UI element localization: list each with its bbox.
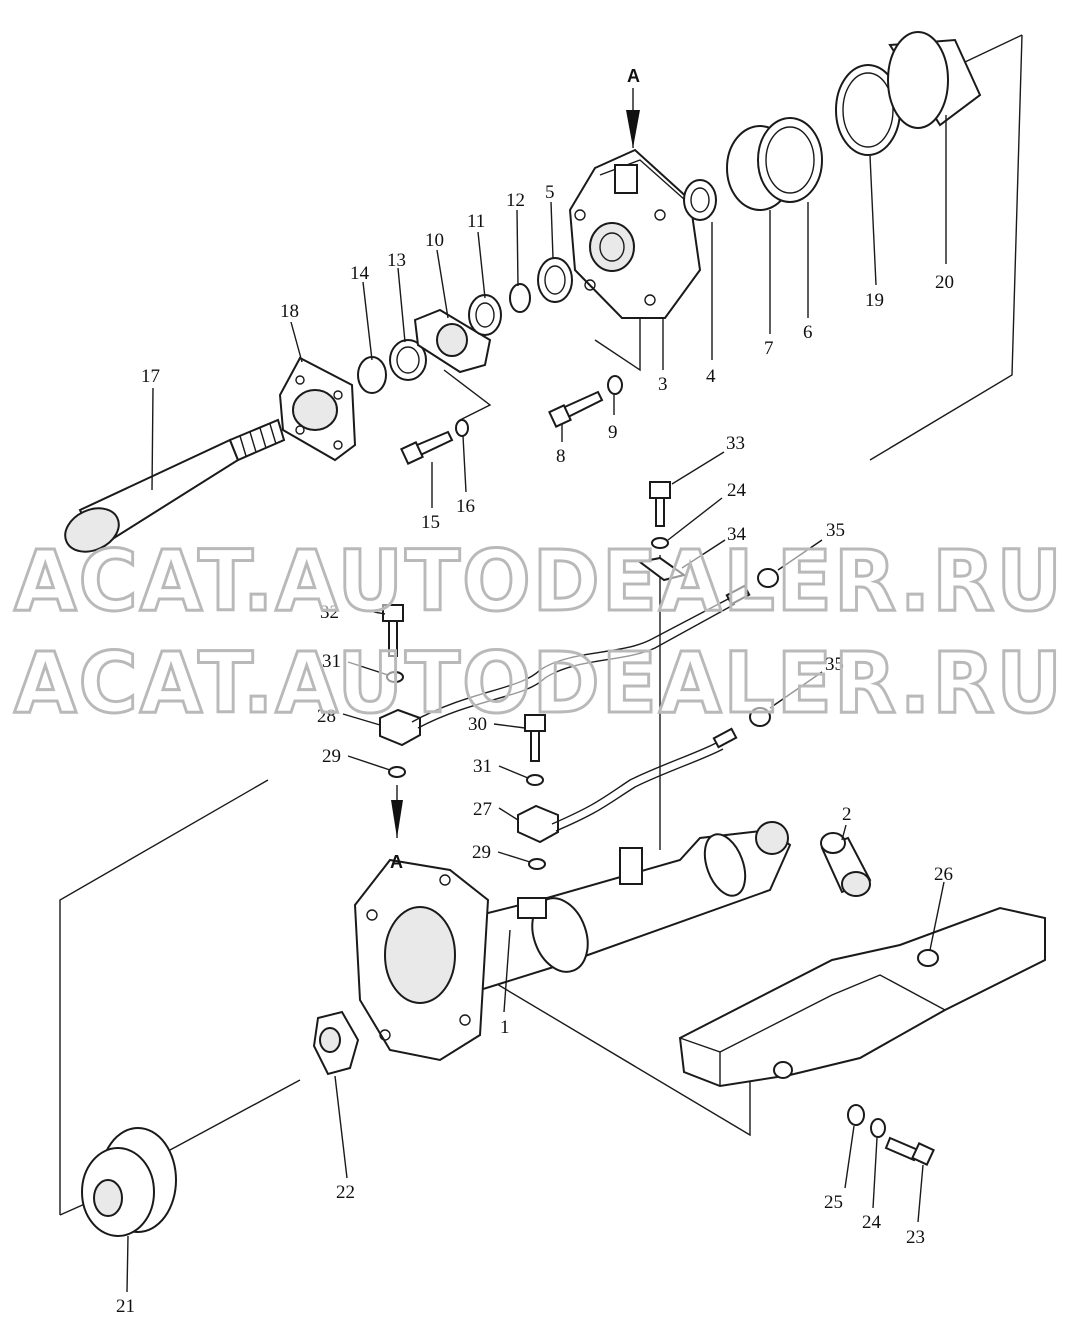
label-part-31-upper: 31 bbox=[322, 651, 341, 672]
label-part-4: 4 bbox=[706, 366, 716, 387]
label-part-29-upper: 29 bbox=[322, 746, 341, 767]
part-4-collar bbox=[683, 179, 717, 221]
label-part-7: 7 bbox=[764, 338, 774, 359]
label-part-25: 25 bbox=[824, 1192, 843, 1213]
part-1-cylinder bbox=[353, 821, 792, 1062]
label-part-20: 20 bbox=[935, 272, 954, 293]
label-part-29-lower: 29 bbox=[472, 842, 491, 863]
label-part-5: 5 bbox=[545, 182, 555, 203]
part-16-washer bbox=[455, 419, 469, 437]
label-part-10: 10 bbox=[425, 230, 444, 251]
label-part-8: 8 bbox=[556, 446, 566, 467]
label-part-12: 12 bbox=[506, 190, 525, 211]
label-part-17: 17 bbox=[141, 366, 160, 387]
part-26-bracket bbox=[678, 906, 1046, 1088]
label-part-35-upper: 35 bbox=[826, 520, 845, 541]
part-8-bolt bbox=[548, 390, 604, 428]
part-29-o-ring-a bbox=[388, 766, 406, 778]
part-19-seal-ring bbox=[835, 64, 901, 156]
leader-lines bbox=[126, 115, 947, 1293]
label-part-34: 34 bbox=[727, 524, 747, 545]
part-30-bolt bbox=[524, 714, 546, 762]
reference-lines bbox=[59, 34, 1023, 1216]
part-24-washer-top bbox=[651, 537, 669, 549]
watermark-text: ACAT.AUTODEALER.RU bbox=[14, 532, 1064, 630]
label-part-19: 19 bbox=[865, 290, 884, 311]
label-part-14: 14 bbox=[350, 263, 370, 284]
section-label-bottom: A bbox=[390, 852, 403, 872]
part-31-washer-b bbox=[526, 774, 544, 786]
section-marker-bottom: A bbox=[390, 785, 403, 872]
part-24-washer-bottom bbox=[870, 1118, 886, 1138]
label-part-2: 2 bbox=[842, 804, 852, 825]
part-11-bushing bbox=[468, 294, 502, 336]
part-33-bolt bbox=[649, 481, 671, 527]
label-part-24-lower: 24 bbox=[862, 1212, 882, 1233]
label-part-6: 6 bbox=[803, 322, 813, 343]
label-part-26: 26 bbox=[934, 864, 953, 885]
part-18-flange bbox=[278, 356, 357, 462]
pipe-upper bbox=[411, 584, 751, 729]
part-9-washer bbox=[607, 375, 623, 395]
part-2-bushing bbox=[820, 832, 872, 897]
part-31-washer-a bbox=[386, 671, 404, 683]
part-25-washer bbox=[847, 1104, 865, 1126]
part-13-ring bbox=[389, 339, 427, 381]
section-marker-top: A bbox=[626, 66, 640, 148]
label-part-3: 3 bbox=[658, 374, 668, 395]
part-6-piston bbox=[757, 117, 823, 203]
part-20-cylinder-cap bbox=[887, 31, 982, 129]
label-part-18: 18 bbox=[280, 301, 299, 322]
label-part-32: 32 bbox=[320, 602, 339, 623]
label-part-31-lower: 31 bbox=[473, 756, 492, 777]
part-32-bolt bbox=[382, 604, 404, 657]
label-part-27: 27 bbox=[473, 799, 492, 820]
part-34-lock-plate bbox=[637, 556, 687, 582]
part-28-block bbox=[379, 708, 421, 747]
part-15-bolt bbox=[400, 430, 454, 465]
label-part-11: 11 bbox=[467, 211, 485, 232]
label-part-1: 1 bbox=[500, 1017, 510, 1038]
part-12-o-ring bbox=[509, 283, 531, 313]
label-part-22: 22 bbox=[336, 1182, 355, 1203]
label-part-33: 33 bbox=[726, 433, 745, 454]
part-10-cover bbox=[413, 308, 492, 374]
part-5-seal bbox=[537, 257, 573, 303]
label-part-13: 13 bbox=[387, 250, 406, 271]
part-29-o-ring-b bbox=[528, 858, 546, 870]
part-3-housing bbox=[568, 148, 702, 319]
part-35-nut-lower bbox=[749, 707, 771, 727]
label-part-23: 23 bbox=[906, 1227, 925, 1248]
part-22-nut bbox=[312, 1010, 360, 1076]
label-part-9: 9 bbox=[608, 422, 618, 443]
label-part-35-lower: 35 bbox=[825, 654, 844, 675]
label-part-30: 30 bbox=[468, 714, 487, 735]
label-part-24-upper: 24 bbox=[727, 480, 747, 501]
part-23-bolt bbox=[884, 1136, 935, 1166]
watermark-text-lower: ACAT.AUTODEALER.RU bbox=[14, 634, 1064, 732]
label-part-21: 21 bbox=[116, 1296, 135, 1317]
part-21-end-cap bbox=[81, 1079, 301, 1237]
section-label-top: A bbox=[627, 66, 640, 86]
label-part-28: 28 bbox=[317, 706, 336, 727]
label-part-15: 15 bbox=[421, 512, 440, 533]
label-part-16: 16 bbox=[456, 496, 475, 517]
part-35-nut-upper bbox=[757, 568, 779, 588]
part-14-snap-ring bbox=[357, 356, 387, 394]
part-17-rod bbox=[64, 418, 286, 553]
part-27-block bbox=[517, 804, 559, 844]
part-number-labels: 1 2 3 4 5 6 7 8 9 10 11 12 13 14 15 16 1… bbox=[116, 182, 954, 1317]
pipe-lower bbox=[551, 727, 738, 832]
